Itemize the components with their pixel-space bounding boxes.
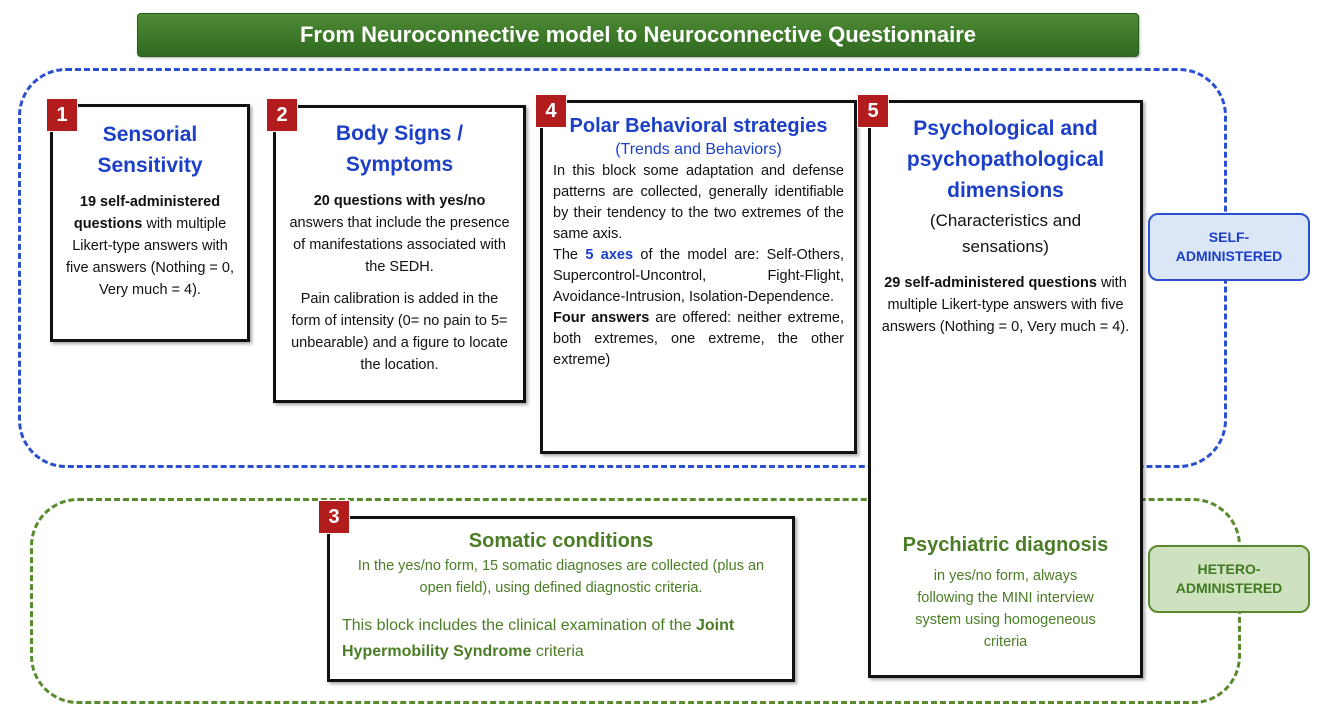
self-administered-tag: SELF- ADMINISTERED	[1148, 213, 1310, 281]
block-2-p1-rest: answers that include the presence of man…	[289, 215, 510, 275]
block-5-text-rest: with multiple Likert-type answers with f…	[881, 275, 1130, 335]
block-3-number: 3	[318, 500, 350, 534]
block-4-number: 4	[535, 94, 567, 128]
psychiatric-diagnosis-text: in yes/no form, always following the MIN…	[915, 568, 1096, 650]
block-5-number: 5	[857, 94, 889, 128]
block-sensorial-sensitivity: Sensorial Sensitivity 19 self-administer…	[50, 104, 250, 342]
block-2-p1-bold: 20 questions with yes/no	[313, 193, 486, 209]
block-polar-behavioral: Polar Behavioral strategies (Trends and …	[540, 100, 857, 454]
block-5-text-bold: 29 self-administered questions	[884, 275, 1097, 291]
block-3-p2-bold: Joint Hypermobility Syndrome	[342, 617, 735, 660]
block-1-title-line1: Sensorial	[102, 123, 198, 146]
block-2-title-line2: Symptoms	[345, 153, 454, 176]
hetero-administered-tag: HETERO- ADMINISTERED	[1148, 545, 1310, 613]
block-psychological-dimensions: Psychological and psychopathological dim…	[868, 100, 1143, 678]
block-3-paragraph-2: This block includes the clinical examina…	[340, 613, 782, 665]
block-body-signs: Body Signs / Symptoms 20 questions with …	[273, 105, 526, 403]
block-2-paragraph-1: 20 questions with yes/no answers that in…	[288, 190, 511, 278]
block-3-p2-rest: criteria	[531, 643, 584, 660]
block-4-paragraph-1: In this block some adaptation and defens…	[553, 163, 844, 242]
block-5-title-line2: psychopathological	[906, 148, 1105, 171]
block-4-p2-rest: of the model are: Self-Others, Supercont…	[553, 247, 844, 305]
block-1-text: 19 self-administered questions with mult…	[63, 191, 237, 301]
block-1-title-line2: Sensitivity	[97, 154, 203, 177]
block-2-paragraph-2: Pain calibration is added in the form of…	[291, 291, 508, 373]
block-2-title-line1: Body Signs /	[335, 122, 464, 145]
self-tag-line1: SELF-	[1208, 229, 1250, 245]
block-5-title-line3: dimensions	[947, 179, 1064, 202]
block-4-p3-rest: are offered: neither extreme, both extre…	[553, 310, 844, 368]
block-4-paragraph-2: The 5 axes of the model are: Self-Others…	[553, 245, 844, 308]
block-4-p2-axes: 5 axes	[585, 247, 634, 263]
block-1-number: 1	[46, 98, 78, 132]
block-5-title-line1: Psychological and	[913, 117, 1098, 140]
self-tag-line2: ADMINISTERED	[1175, 248, 1283, 264]
block-3-p2-pre: This block includes the clinical examina…	[342, 617, 696, 634]
diagram-title: From Neuroconnective model to Neuroconne…	[137, 13, 1139, 57]
hetero-tag-line2: ADMINISTERED	[1175, 580, 1283, 596]
block-somatic-conditions: Somatic conditions In the yes/no form, 1…	[327, 516, 795, 682]
block-1-text-bold: 19 self-administered questions	[73, 194, 221, 232]
hetero-tag-line1: HETERO-	[1197, 561, 1261, 577]
block-4-subtitle: (Trends and Behaviors)	[615, 141, 782, 158]
block-4-p2-pre: The	[553, 247, 586, 263]
block-1-text-rest: with multiple Likert-type answers with f…	[65, 216, 235, 298]
block-3-paragraph-1: In the yes/no form, 15 somatic diagnoses…	[357, 558, 765, 596]
block-5-subtitle-line2: sensations)	[962, 237, 1049, 256]
block-2-number: 2	[266, 98, 298, 132]
block-4-title: Polar Behavioral strategies	[569, 115, 828, 137]
block-4-paragraph-3: Four answers are offered: neither extrem…	[553, 308, 844, 371]
block-5-subtitle-line1: (Characteristics and	[929, 211, 1082, 230]
block-3-title: Somatic conditions	[468, 530, 654, 552]
psychiatric-diagnosis-title: Psychiatric diagnosis	[902, 534, 1109, 556]
block-4-p3-bold: Four answers	[553, 310, 650, 326]
block-5-text: 29 self-administered questions with mult…	[881, 272, 1130, 338]
